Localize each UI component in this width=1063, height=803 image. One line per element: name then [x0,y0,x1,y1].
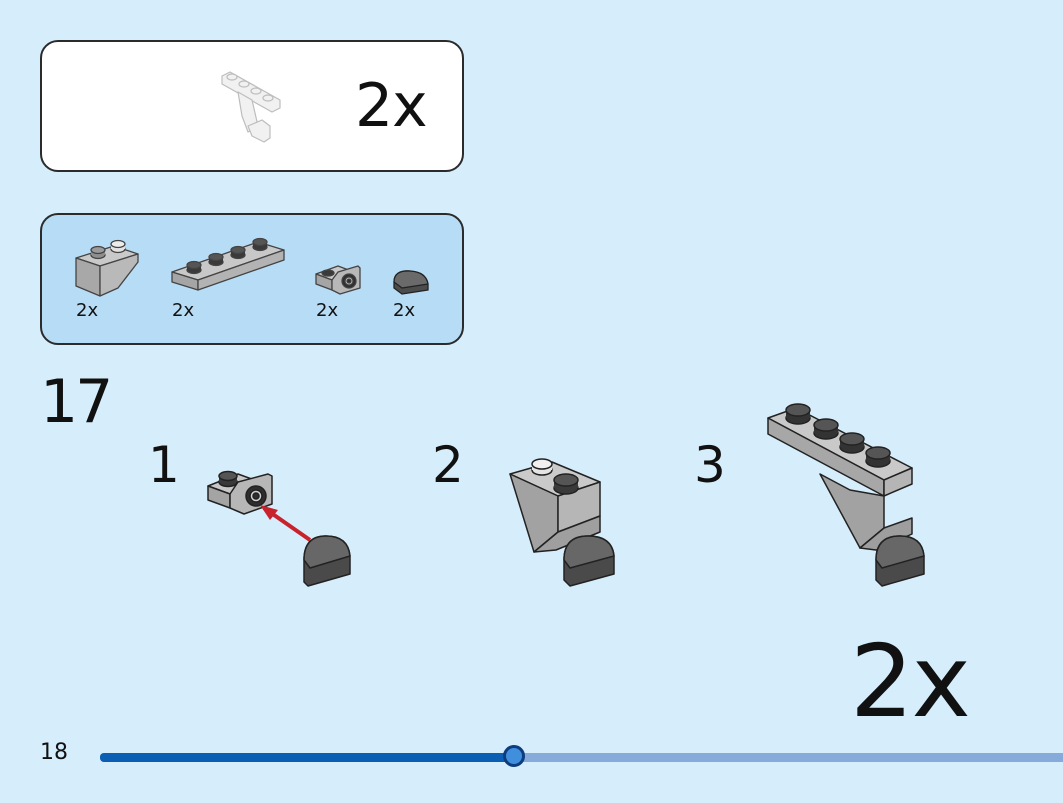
result-quantity: 2x [355,71,428,141]
round-tile-icon [393,270,429,295]
progress-fill [100,753,514,762]
page-number: 18 [40,740,68,765]
sub-step-number: 1 [148,436,180,494]
step-number: 17 [40,367,113,437]
part-quantity: 2x [316,300,339,321]
bracket-plate-icon [315,265,361,295]
part-quantity: 2x [393,300,416,321]
part-quantity: 2x [172,300,195,321]
inverted-slope-brick-icon [75,239,139,297]
plate-1x4-icon [171,237,285,291]
sub-step-number: 2 [432,436,464,494]
completed-assembly-icon [767,403,925,587]
slope-with-tile-icon [509,458,615,587]
sub-step-number: 3 [694,436,726,494]
assembled-part-ghost-icon [221,71,281,143]
progress-knob [503,745,525,767]
page-progress-bar [100,745,1063,767]
bracket-assembly-icon [207,470,351,587]
part-quantity: 2x [76,300,99,321]
step-quantity: 2x [850,623,971,740]
